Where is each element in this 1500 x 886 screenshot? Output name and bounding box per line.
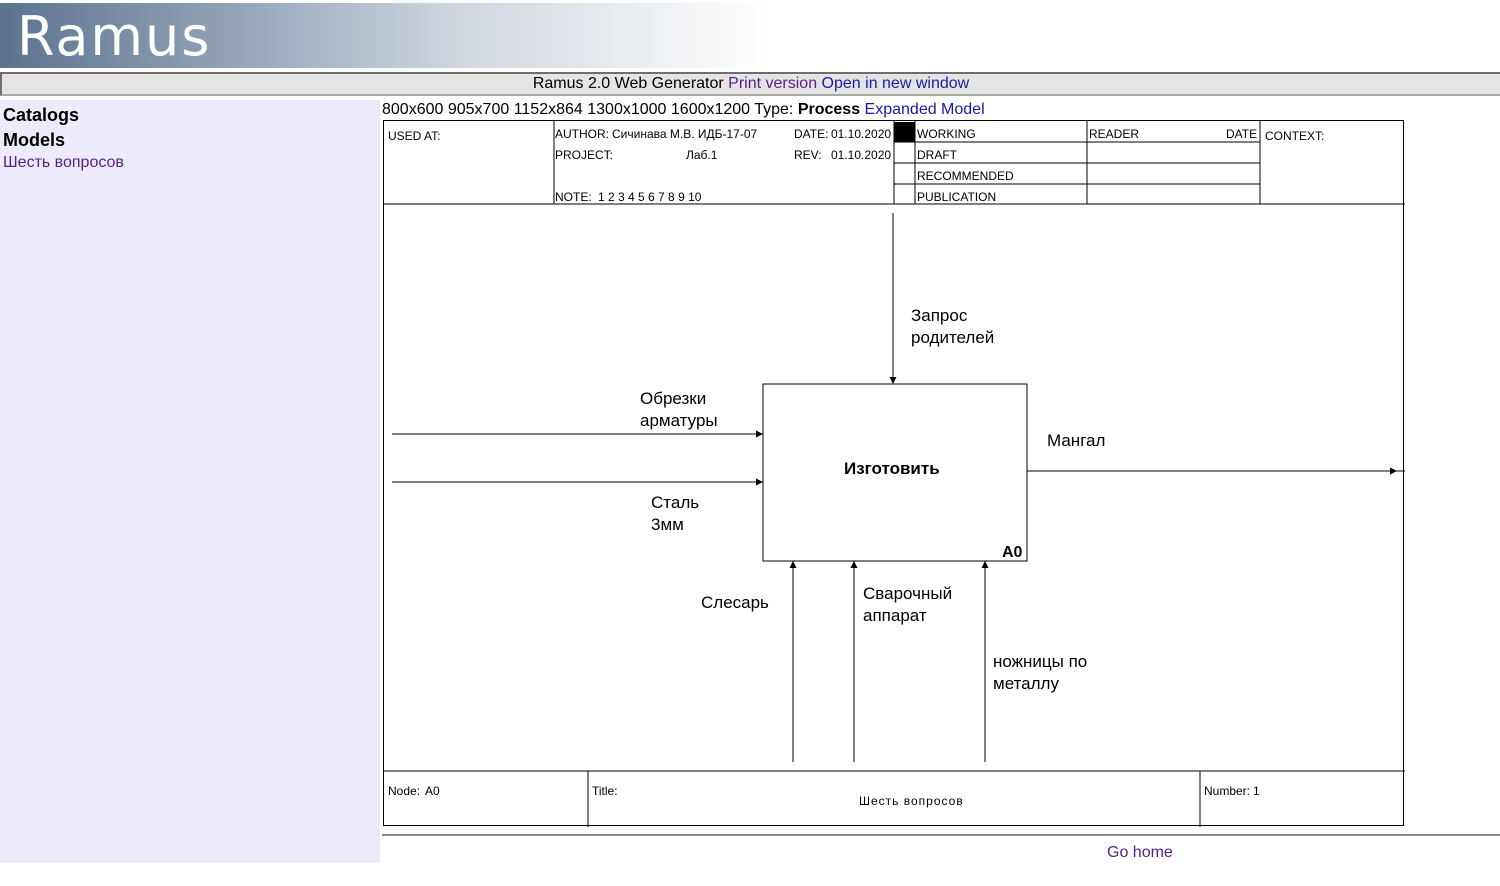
output-label: Мангал [1047, 431, 1106, 450]
node-value: A0 [425, 784, 440, 798]
models-heading: Models [3, 130, 66, 150]
activity-box-a0 [762, 383, 1028, 562]
generator-title: Ramus 2.0 Web Generator [532, 75, 724, 92]
size-1600x1200-link[interactable]: 1600x1200 [670, 101, 751, 118]
header-banner: Ramus [0, 3, 770, 68]
type-label: Type: [754, 101, 794, 118]
expanded-model-link[interactable]: Expanded Model [864, 101, 985, 118]
catalogs-heading: Catalogs [3, 105, 80, 125]
title-label: Title: [592, 784, 618, 798]
mechanism-label-3: ножницы по металлу [993, 652, 1088, 693]
status-recommended: RECOMMENDED [917, 169, 1014, 183]
status-publication: PUBLICATION [917, 190, 997, 204]
project-label: PROJECT: [555, 148, 614, 162]
print-version-link[interactable]: Print version [728, 75, 818, 92]
diagram-lines [384, 121, 1405, 827]
mechanism-label-2: Сварочный аппарат [863, 584, 953, 625]
activity-number: A0 [1002, 544, 1023, 561]
used-at-label: USED AT: [388, 129, 441, 143]
type-value: Process [797, 101, 861, 118]
activity-title: Изготовить [844, 459, 940, 478]
mechanism-label-1: Слесарь [701, 593, 769, 612]
footer-divider [382, 834, 1500, 836]
input-label-2: Сталь 3мм [651, 493, 700, 534]
sidebar: Catalogs Models Шесть вопросов [0, 100, 380, 863]
generator-bar: Ramus 2.0 Web Generator Print version Op… [0, 72, 1500, 96]
view-options: 800x600 905x700 1152x864 1300x1000 1600x… [382, 101, 985, 119]
size-905x700-link[interactable]: 905x700 [447, 101, 510, 118]
size-1300x1000-link[interactable]: 1300x1000 [587, 101, 667, 118]
rev-value: 01.10.2020 [831, 148, 892, 162]
author-label: AUTHOR: [555, 127, 609, 141]
control-label: Запрос родителей [911, 306, 995, 347]
go-home-link[interactable]: Go home [1107, 844, 1173, 861]
working-status-marker [894, 122, 915, 142]
sidebar-model-link[interactable]: Шесть вопросов [3, 154, 124, 171]
size-1152x864-link[interactable]: 1152x864 [513, 101, 583, 118]
status-draft: DRAFT [917, 148, 957, 162]
status-working: WORKING [917, 127, 976, 141]
number-label: Number: [1204, 784, 1251, 798]
context-label: CONTEXT: [1265, 129, 1325, 143]
idef0-diagram-frame: USED AT: AUTHOR: Сичинава М.В. ИДБ-17-07… [383, 120, 1405, 827]
number-value: 1 [1253, 784, 1260, 798]
reader-date-label: DATE [1226, 127, 1258, 141]
title-value: Шесть вопросов [859, 794, 964, 808]
reader-label: READER [1089, 127, 1140, 141]
project-value: Лаб.1 [686, 148, 718, 162]
note-label: NOTE: [555, 190, 592, 204]
node-label: Node: [388, 784, 421, 798]
size-800x600-link[interactable]: 800x600 [382, 101, 444, 118]
note-values: 1 2 3 4 5 6 7 8 9 10 [598, 190, 702, 204]
date-label: DATE: [794, 127, 829, 141]
open-new-window-link[interactable]: Open in new window [821, 75, 970, 92]
rev-label: REV: [794, 148, 822, 162]
date-value: 01.10.2020 [831, 127, 892, 141]
author-value: Сичинава М.В. ИДБ-17-07 [612, 127, 758, 141]
ramus-logo: Ramus [17, 5, 212, 68]
input-label-1: Обрезки арматуры [640, 389, 718, 430]
